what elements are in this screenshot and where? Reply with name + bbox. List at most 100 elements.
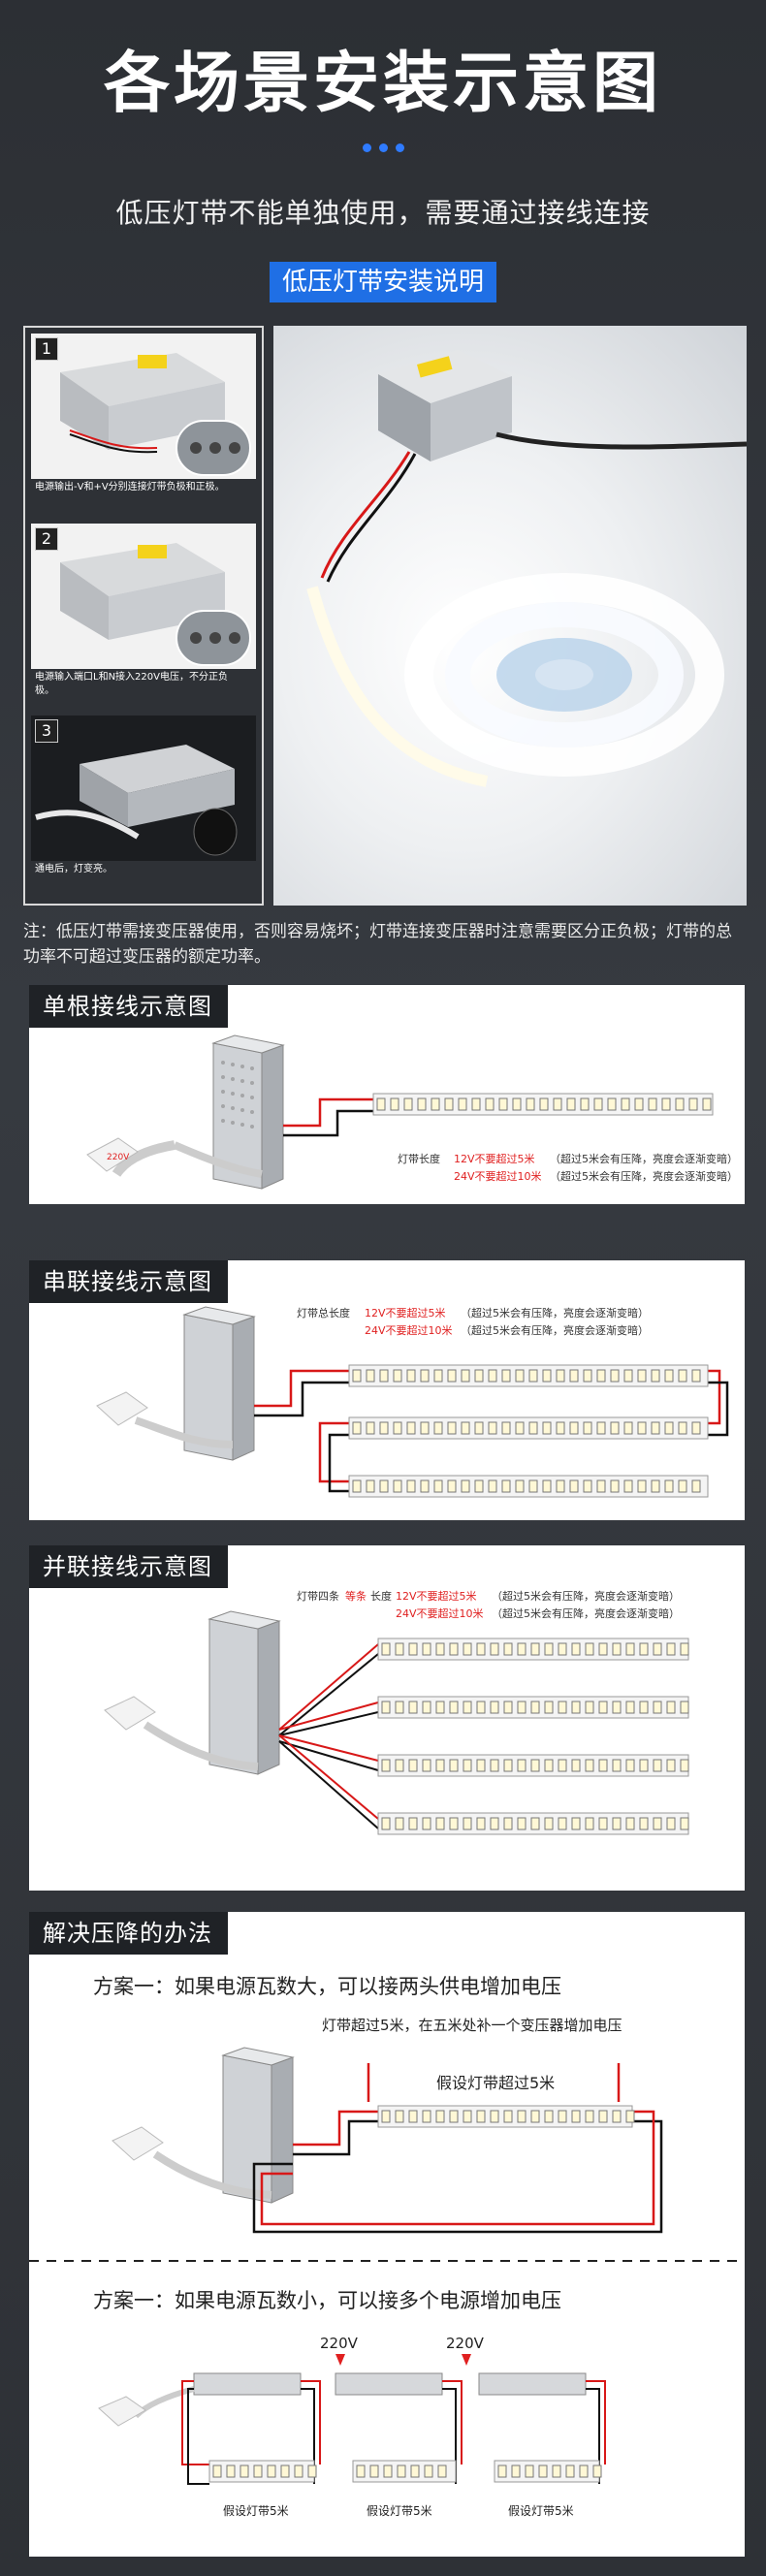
led-chip <box>307 2465 317 2478</box>
led-chip <box>474 1479 484 1493</box>
led-chip <box>463 1759 472 1772</box>
led-chip <box>569 1479 579 1493</box>
led-chip <box>490 2110 499 2123</box>
led-chip <box>379 1369 389 1383</box>
led-chip <box>381 1642 391 1656</box>
led-chip <box>390 1097 399 1111</box>
led-chip <box>488 1421 497 1435</box>
led-chip <box>544 1701 554 1714</box>
led-chip <box>637 1369 647 1383</box>
led-chip <box>356 2465 366 2478</box>
led-chip <box>542 1421 552 1435</box>
led-chip <box>379 1479 389 1493</box>
led-chip <box>449 1759 459 1772</box>
led-chip <box>444 1097 454 1111</box>
led-chip <box>517 1642 527 1656</box>
step-2-photo <box>31 524 256 669</box>
led-chip <box>666 1817 676 1830</box>
led-chip <box>435 2110 445 2123</box>
parallel-note-e: （超过5米会有压降，亮度会逐渐变暗） <box>492 1606 680 1620</box>
led-chip <box>526 1097 535 1111</box>
led-chip <box>530 2110 540 2123</box>
led-chip <box>501 1421 511 1435</box>
led-chip <box>503 1759 513 1772</box>
led-chip <box>542 1369 552 1383</box>
led-chip <box>621 1097 630 1111</box>
led-chip <box>267 2465 276 2478</box>
segment-label-b: 假设灯带5米 <box>367 2504 432 2518</box>
led-chip <box>490 1701 499 1714</box>
step-1-caption: 电源输出-V和+V分别连接灯带负极和正极。 <box>35 482 225 493</box>
led-chip <box>556 1369 565 1383</box>
led-chip <box>503 2110 513 2123</box>
led-chip <box>691 1421 701 1435</box>
led-chip <box>530 1817 540 1830</box>
led-strip <box>208 2460 602 2483</box>
led-chip <box>471 1097 481 1111</box>
single-note-a: 灯带长度 <box>398 1152 440 1165</box>
parallel-note-a2: 长度 <box>370 1589 392 1603</box>
led-chip <box>461 1421 470 1435</box>
led-chip <box>435 1642 445 1656</box>
series-note-c: （超过5米会有压降，亮度会逐渐变暗） <box>461 1306 649 1320</box>
led-chip <box>498 1097 508 1111</box>
led-chip <box>569 1421 579 1435</box>
led-chip <box>517 1817 527 1830</box>
led-chip <box>571 1817 581 1830</box>
led-chip <box>639 1701 649 1714</box>
led-chip <box>383 2465 393 2478</box>
led-chip <box>488 1479 497 1493</box>
led-chip <box>558 1642 567 1656</box>
led-chip <box>410 2465 420 2478</box>
led-chip <box>435 1759 445 1772</box>
plug-icon <box>112 2126 272 2199</box>
led-chip <box>691 1479 701 1493</box>
parallel-note-a: 灯带四条 <box>297 1589 339 1603</box>
led-chip <box>393 1479 402 1493</box>
led-chip <box>653 1817 662 1830</box>
led-chip <box>476 1759 486 1772</box>
led-chip <box>625 1817 635 1830</box>
led-chip <box>417 1097 427 1111</box>
led-chip <box>596 1479 606 1493</box>
led-chip <box>625 1759 635 1772</box>
led-chip <box>544 1642 554 1656</box>
led-chip <box>666 1759 676 1772</box>
led-chip <box>651 1479 660 1493</box>
led-chip <box>566 1097 576 1111</box>
led-chip <box>585 1817 594 1830</box>
led-chip <box>648 1097 657 1111</box>
plug-icon <box>96 1391 234 1448</box>
led-chip <box>639 1817 649 1830</box>
plan-1-note: 灯带超过5米，在五米处补一个变压器增加电压 <box>322 2017 622 2034</box>
led-chip <box>485 1097 495 1111</box>
parallel-note-eq: 等条 <box>345 1589 367 1603</box>
step-3-number: 3 <box>35 719 58 743</box>
led-chip <box>585 2110 594 2123</box>
led-chip <box>424 2465 433 2478</box>
led-chip <box>381 1701 391 1714</box>
led-strip <box>377 2105 635 2128</box>
series-note-e: （超过5米会有压降，亮度会逐渐变暗） <box>461 1323 649 1337</box>
led-chip <box>515 1369 525 1383</box>
led-chip <box>431 1097 440 1111</box>
led-chip <box>381 1817 391 1830</box>
led-chip <box>544 1817 554 1830</box>
led-chip <box>406 1421 416 1435</box>
led-chip <box>625 1642 635 1656</box>
led-chip <box>490 1759 499 1772</box>
led-chip <box>544 2110 554 2123</box>
led-chip <box>556 1479 565 1493</box>
led-chip <box>691 1369 701 1383</box>
led-chip <box>352 1421 362 1435</box>
led-chip <box>497 2465 507 2478</box>
led-chip <box>393 1421 402 1435</box>
led-chip <box>395 1642 404 1656</box>
led-chip <box>408 1701 418 1714</box>
led-chip <box>517 2110 527 2123</box>
led-chip <box>435 1701 445 1714</box>
led-chip <box>352 1479 362 1493</box>
led-chip <box>571 1701 581 1714</box>
power-supply <box>221 2047 295 2204</box>
led-chip <box>596 1369 606 1383</box>
